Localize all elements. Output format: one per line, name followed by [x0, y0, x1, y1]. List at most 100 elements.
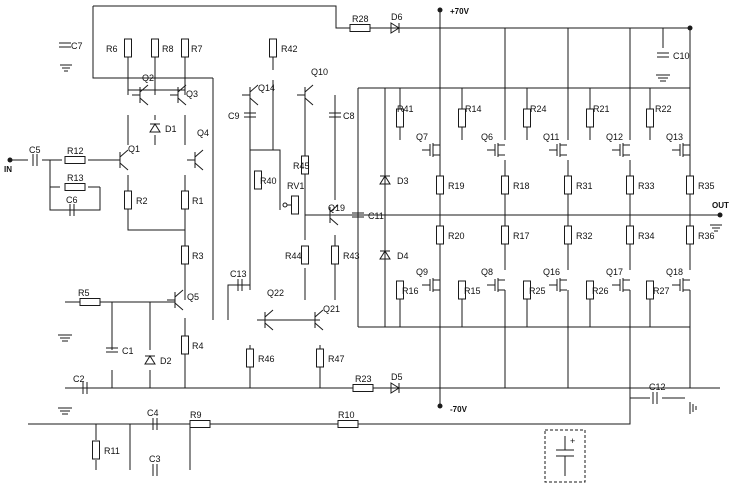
mosfet-q6: Q6 — [481, 132, 505, 157]
component-label: RV1 — [287, 181, 304, 191]
diode-d3: D3 — [379, 175, 409, 186]
component-label: D3 — [397, 176, 409, 186]
positive-rail-dot — [437, 7, 443, 13]
resistor-r1: R1 — [181, 190, 204, 210]
negative-rail-dot — [437, 403, 443, 409]
resistor-r42: R42 — [269, 38, 298, 58]
component-label: Q4 — [197, 128, 209, 138]
transistor-q2: Q2 — [132, 73, 154, 106]
resistor-r3: R3 — [181, 245, 204, 265]
resistor-r9: R9 — [189, 410, 211, 428]
component-label: C3 — [149, 454, 161, 464]
mosfet-q8: Q8 — [481, 267, 505, 292]
component-label: Q13 — [666, 132, 683, 142]
resistor-r16: R16 — [396, 280, 419, 300]
wires — [10, 5, 720, 470]
component-label: R31 — [576, 181, 593, 191]
mosfet-q7: Q7 — [416, 132, 440, 157]
component-label: D4 — [397, 251, 409, 261]
resistor-r41: R41 — [396, 104, 414, 128]
mosfet-q17: Q17 — [606, 267, 630, 292]
component-label: C9 — [228, 111, 240, 121]
component-label: R23 — [355, 374, 372, 384]
component-label: R42 — [281, 44, 298, 54]
resistor-r24: R24 — [523, 104, 547, 128]
component-label: Q17 — [606, 267, 623, 277]
component-label: R16 — [402, 286, 419, 296]
component-label: R40 — [260, 176, 277, 186]
component-label: Q8 — [481, 267, 493, 277]
resistor-r17: R17 — [501, 225, 530, 245]
component-label: R9 — [190, 410, 202, 420]
ground-symbol — [689, 402, 697, 414]
component-label: R28 — [352, 14, 369, 24]
transistor-q1: Q1 — [112, 144, 140, 171]
component-label: R4 — [192, 341, 204, 351]
capacitor-c9: C9 — [228, 111, 256, 121]
transistor-q5: Q5 — [167, 289, 199, 311]
svg-text:+: + — [570, 436, 575, 446]
component-label: R24 — [530, 104, 547, 114]
component-label: Q14 — [258, 83, 275, 93]
component-label: R14 — [465, 104, 482, 114]
component-label: C1 — [122, 346, 134, 356]
component-label: C12 — [649, 382, 666, 392]
resistor-r43: R43 — [331, 245, 360, 265]
component-label: Q22 — [267, 288, 284, 298]
resistor-r15: R15 — [458, 280, 481, 300]
resistor-r46: R46 — [246, 348, 275, 368]
component-label: R22 — [655, 104, 672, 114]
capacitor-c8: C8 — [329, 111, 355, 121]
polarized-cap-legend: + — [544, 429, 586, 483]
transistor-q10: Q10 — [297, 67, 328, 106]
component-label: R25 — [529, 286, 546, 296]
component-label: C2 — [73, 374, 85, 384]
negative-rail-label: -70V — [450, 405, 468, 414]
resistor-r14: R14 — [458, 104, 482, 128]
resistor-r21: R21 — [586, 104, 610, 128]
resistor-r35: R35 — [686, 175, 715, 195]
component-label: Q5 — [187, 292, 199, 302]
resistor-r18: R18 — [501, 175, 530, 195]
resistor-r28: R28 — [349, 14, 371, 32]
resistor-r12: R12 — [64, 146, 86, 164]
resistor-r36: R36 — [686, 225, 715, 245]
component-label: Q9 — [416, 267, 428, 277]
resistor-r2: R2 — [124, 190, 148, 210]
grounds — [58, 64, 722, 415]
resistor-r44: R44 — [285, 245, 309, 265]
resistor-r7: R7 — [181, 38, 203, 58]
capacitor-c6: C6 — [66, 195, 78, 216]
capacitor-c12: C12 — [649, 382, 666, 404]
diode-d5: D5 — [390, 372, 403, 394]
resistor-r6: R6 — [106, 38, 132, 58]
capacitor-c13: C13 — [230, 269, 247, 291]
component-label: R6 — [106, 44, 118, 54]
capacitor-c3: C3 — [149, 454, 161, 476]
component-label: R33 — [638, 181, 655, 191]
capacitor-c11: C11 — [352, 211, 384, 221]
component-label: C5 — [29, 145, 41, 155]
component-label: Q21 — [323, 304, 340, 314]
component-label: R12 — [67, 146, 84, 156]
diode-d6: D6 — [390, 12, 403, 34]
component-label: R27 — [653, 286, 670, 296]
component-label: D2 — [160, 356, 172, 366]
resistor-r10: R10 — [337, 410, 359, 428]
mosfet-q16: Q16 — [543, 267, 567, 292]
resistor-r19: R19 — [436, 175, 465, 195]
component-label: R1 — [192, 196, 204, 206]
resistor-r23: R23 — [352, 374, 374, 392]
component-label: D6 — [391, 12, 403, 22]
ground-symbol — [656, 74, 670, 82]
component-label: R26 — [592, 286, 609, 296]
output-label: OUT — [712, 201, 729, 210]
resistor-r31: R31 — [564, 175, 593, 195]
component-label: R7 — [191, 44, 203, 54]
component-label: Q16 — [543, 267, 560, 277]
resistor-r11: R11 — [92, 440, 120, 460]
component-label: C6 — [66, 195, 78, 205]
component-label: R41 — [397, 104, 414, 114]
component-label: R47 — [328, 354, 345, 364]
resistor-r27: R27 — [646, 280, 670, 300]
